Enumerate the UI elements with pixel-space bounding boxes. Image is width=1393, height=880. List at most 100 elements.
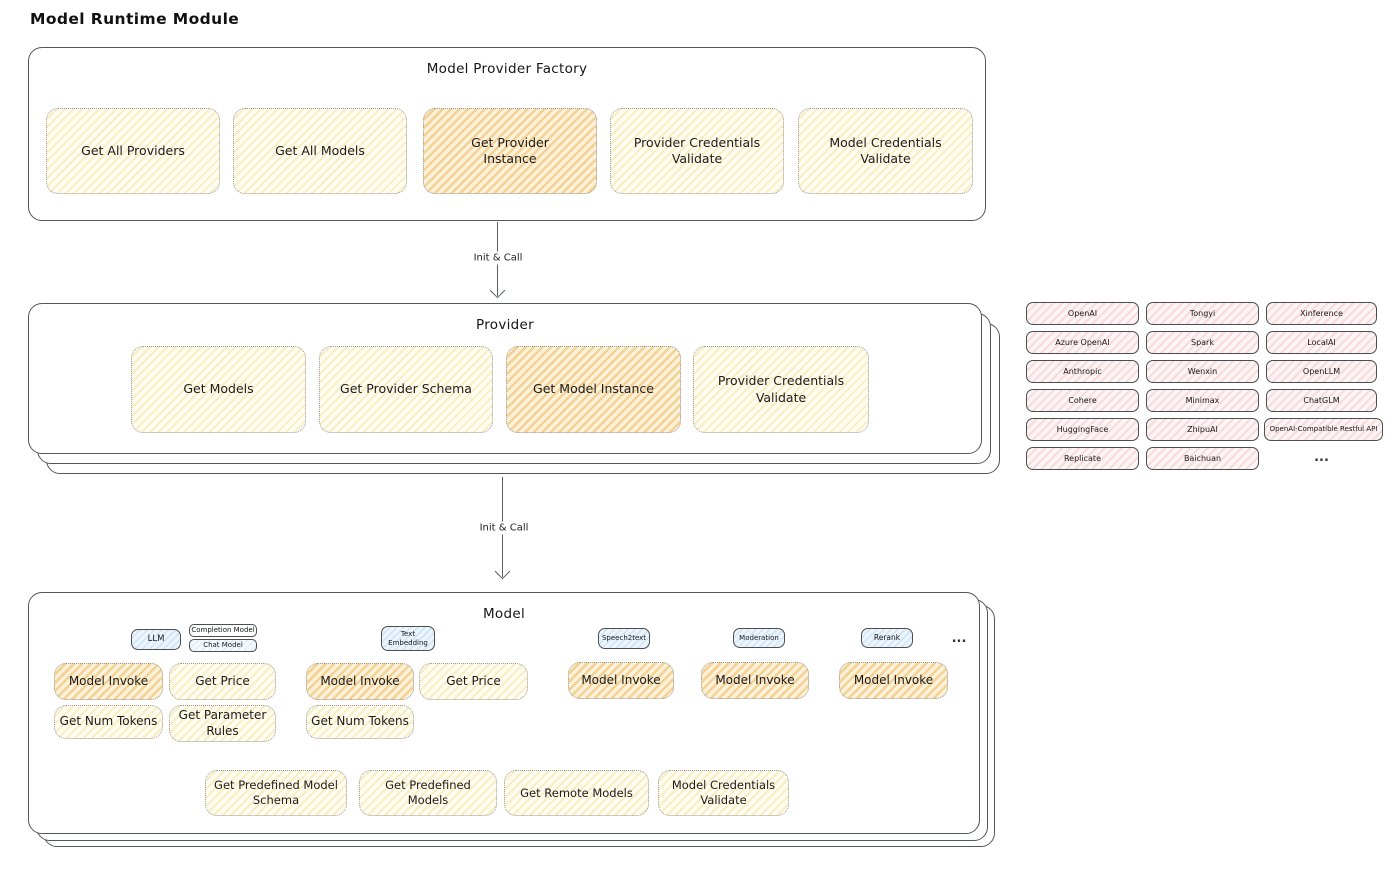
node-get-all-models-label: Get All Models: [275, 142, 365, 158]
provider-pill-openai-compatible-restful-api-label: OpenAI-Compatible Restful API: [1269, 425, 1378, 434]
node-provider-credentials-validate-2-label: Provider Credentials Validate: [717, 373, 845, 405]
pill-chat-model: Chat Model: [189, 639, 257, 652]
node-model-credentials-validate-2-label: Model Credentials Validate: [671, 778, 776, 807]
provider-box-title: Provider: [476, 317, 534, 333]
providers-list-ellipsis: ...: [1314, 450, 1329, 465]
node-get-remote-models-label: Get Remote Models: [520, 785, 633, 800]
node-provider-credentials-validate-label: Provider Credentials Validate: [633, 134, 761, 166]
node-moderation-model-invoke-label: Model Invoke: [715, 672, 795, 687]
model-provider-factory-box: Model Provider Factory Get All Providers…: [28, 47, 986, 221]
provider-pill-huggingface-label: HuggingFace: [1056, 424, 1109, 434]
node-llm-model-invoke-label: Model Invoke: [68, 673, 149, 688]
provider-pill-openllm-label: OpenLLM: [1302, 366, 1341, 376]
provider-pill-wenxin-label: Wenxin: [1187, 366, 1218, 376]
pill-speech2text-label: Speech2text: [601, 634, 647, 643]
node-llm-get-parameter-rules-label: Get Parameter Rules: [178, 707, 267, 738]
node-embedding-model-invoke-label: Model Invoke: [320, 673, 400, 688]
provider-pill-openai: OpenAI: [1026, 302, 1139, 325]
diagram-title: Model Runtime Module: [30, 10, 240, 28]
node-llm-get-price: Get Price: [169, 663, 276, 700]
pill-text-embedding-label: Text Embedding: [388, 630, 428, 647]
model-types-ellipsis: ...: [951, 631, 967, 646]
provider-pill-anthropic-label: Anthropic: [1063, 366, 1102, 376]
node-llm-get-num-tokens: Get Num Tokens: [54, 705, 163, 739]
provider-pill-anthropic: Anthropic: [1026, 360, 1139, 383]
pill-completion-model: Completion Model: [189, 624, 257, 637]
provider-pill-xinference-label: Xinference: [1300, 308, 1343, 318]
pill-completion-model-label: Completion Model: [191, 626, 255, 635]
provider-pill-huggingface: HuggingFace: [1026, 418, 1139, 441]
provider-pill-zhipuai: ZhipuAI: [1146, 418, 1259, 441]
node-get-models: Get Models: [131, 346, 306, 433]
provider-pill-azure-openai: Azure OpenAI: [1026, 331, 1139, 354]
node-speech2text-model-invoke: Model Invoke: [568, 662, 674, 699]
node-get-provider-instance-label: Get Provider Instance: [471, 134, 549, 166]
provider-box: Provider Get Models Get Provider Schema …: [28, 303, 982, 454]
provider-pill-chatglm-label: ChatGLM: [1303, 395, 1340, 405]
pill-moderation: Moderation: [733, 628, 785, 648]
provider-pill-minimax-label: Minimax: [1185, 395, 1220, 405]
node-embedding-get-num-tokens: Get Num Tokens: [306, 705, 414, 739]
node-llm-get-num-tokens-label: Get Num Tokens: [59, 714, 158, 729]
node-get-model-instance-label: Get Model Instance: [533, 381, 654, 397]
provider-pill-zhipuai-label: ZhipuAI: [1187, 424, 1218, 434]
factory-box-title: Model Provider Factory: [426, 61, 588, 77]
node-speech2text-model-invoke-label: Model Invoke: [581, 672, 661, 687]
node-get-provider-instance: Get Provider Instance: [423, 108, 597, 194]
provider-pill-replicate-label: Replicate: [1063, 453, 1101, 463]
provider-pill-openai-label: OpenAI: [1067, 308, 1098, 318]
provider-pill-chatglm: ChatGLM: [1266, 389, 1377, 412]
provider-pill-cohere: Cohere: [1026, 389, 1139, 412]
provider-pill-baichuan-label: Baichuan: [1183, 453, 1222, 463]
provider-pill-tongyi: Tongyi: [1146, 302, 1259, 325]
node-embedding-model-invoke: Model Invoke: [306, 663, 414, 700]
node-provider-credentials-validate: Provider Credentials Validate: [610, 108, 784, 194]
provider-pill-baichuan: Baichuan: [1146, 447, 1259, 470]
provider-pill-azure-openai-label: Azure OpenAI: [1055, 337, 1110, 347]
pill-chat-model-label: Chat Model: [203, 641, 243, 650]
node-get-all-providers-label: Get All Providers: [81, 142, 185, 158]
provider-pill-tongyi-label: Tongyi: [1189, 308, 1216, 318]
node-get-predefined-model-schema: Get Predefined Model Schema: [205, 770, 347, 816]
node-get-all-models: Get All Models: [233, 108, 407, 194]
provider-pill-localai-label: LocalAI: [1307, 337, 1336, 347]
node-model-credentials-validate: Model Credentials Validate: [798, 108, 973, 194]
node-get-predefined-model-schema-label: Get Predefined Model Schema: [214, 778, 338, 807]
node-embedding-get-num-tokens-label: Get Num Tokens: [311, 714, 409, 729]
provider-pill-spark: Spark: [1146, 331, 1259, 354]
node-get-all-providers: Get All Providers: [46, 108, 220, 194]
provider-pill-openai-compatible-restful-api: OpenAI-Compatible Restful API: [1264, 418, 1383, 441]
pill-llm: LLM: [131, 629, 181, 650]
node-rerank-model-invoke: Model Invoke: [839, 662, 948, 699]
node-embedding-get-price: Get Price: [419, 663, 528, 700]
provider-pill-minimax: Minimax: [1146, 389, 1259, 412]
node-llm-get-price-label: Get Price: [195, 673, 250, 688]
pill-rerank-label: Rerank: [873, 632, 901, 642]
model-box: Model LLM Completion Model Chat Model Te…: [28, 592, 980, 834]
pill-moderation-label: Moderation: [739, 633, 779, 642]
node-get-predefined-models: Get Predefined Models: [359, 770, 497, 816]
node-llm-model-invoke: Model Invoke: [54, 663, 163, 700]
node-get-provider-schema: Get Provider Schema: [319, 346, 493, 433]
node-llm-get-parameter-rules: Get Parameter Rules: [169, 705, 276, 742]
provider-pill-spark-label: Spark: [1191, 337, 1214, 347]
pill-speech2text: Speech2text: [598, 628, 650, 649]
node-provider-credentials-validate-2: Provider Credentials Validate: [693, 346, 869, 433]
node-moderation-model-invoke: Model Invoke: [701, 662, 809, 699]
provider-pill-xinference: Xinference: [1266, 302, 1377, 325]
provider-pill-openllm: OpenLLM: [1266, 360, 1377, 383]
node-embedding-get-price-label: Get Price: [446, 673, 501, 688]
arrow-label-init-call-1: Init & Call: [468, 251, 528, 265]
provider-pill-replicate: Replicate: [1026, 447, 1139, 470]
node-get-models-label: Get Models: [183, 381, 254, 397]
model-box-title: Model: [482, 606, 526, 622]
node-get-remote-models: Get Remote Models: [504, 770, 649, 816]
pill-llm-label: LLM: [147, 633, 165, 644]
provider-pill-cohere-label: Cohere: [1068, 395, 1097, 405]
pill-text-embedding: Text Embedding: [381, 626, 435, 651]
node-rerank-model-invoke-label: Model Invoke: [853, 672, 934, 687]
node-get-provider-schema-label: Get Provider Schema: [340, 381, 472, 397]
arrow-label-init-call-2: Init & Call: [474, 521, 534, 535]
provider-pill-wenxin: Wenxin: [1146, 360, 1259, 383]
